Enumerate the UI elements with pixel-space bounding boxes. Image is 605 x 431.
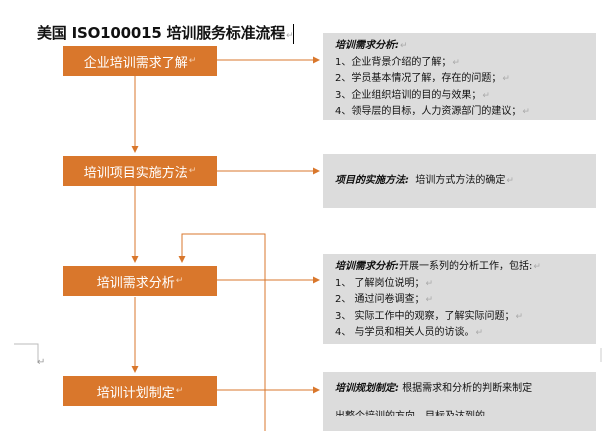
panel-plan-formulation: 培训规划制定: 根据需求和分析的判断来制定 出整个培训的方向，目标及达到的	[323, 372, 596, 431]
step-needs-analysis: 培训需求分析↵	[63, 266, 217, 296]
list-item: 3、企业组织培训的目的与效果；↵	[335, 89, 490, 101]
panel-needs-analysis: 培训需求分析:开展一系列的分析工作，包括:↵ 1、 了解岗位说明；↵ 2、 通过…	[323, 254, 596, 344]
list-item: 2、 通过问卷调查；↵	[335, 294, 434, 305]
panel-heading: 项目的实施方法: 培训方式方法的确定↵	[335, 175, 514, 186]
feedback-loop-line	[178, 233, 266, 431]
margin-corner-mark	[14, 343, 39, 363]
list-item: 3、 实际工作中的观察，了解实际问题；↵	[335, 310, 524, 322]
panel-heading: 培训需求分析:↵	[335, 40, 408, 51]
list-item: 4、 与学员和相关人员的访谈。↵	[335, 327, 484, 338]
list-item: 2、学员基本情况了解，存在的问题；↵	[335, 73, 510, 84]
panel-needs-understanding: 培训需求分析:↵ 1、企业背景介绍的了解；↵ 2、学员基本情况了解，存在的问题；…	[323, 33, 596, 120]
list-item: 1、企业背景介绍的了解；↵	[335, 56, 460, 68]
text-cursor	[293, 24, 294, 44]
panel-continuation-text: 出整个培训的方向，目标及达到的	[335, 409, 586, 416]
list-item: 1、 了解岗位说明；↵	[335, 277, 434, 289]
step-implementation-method: 培训项目实施方法↵	[63, 156, 217, 186]
document-title: 美国 ISO100015 培训服务标准流程↵	[37, 24, 294, 42]
step-enterprise-needs: 企业培训需求了解↵	[63, 46, 217, 76]
paragraph-mark: ↵	[286, 31, 294, 41]
step-plan-formulation: 培训计划制定↵	[63, 376, 217, 406]
list-item: 4、领导层的目标，人力资源部门的建议；↵	[335, 106, 530, 117]
panel-heading: 培训需求分析:开展一系列的分析工作，包括:↵	[335, 261, 541, 272]
panel-implementation-method: 项目的实施方法: 培训方式方法的确定↵	[323, 154, 596, 208]
paragraph-mark: ↵	[37, 357, 46, 368]
panel-heading: 培训规划制定: 根据需求和分析的判断来制定	[335, 383, 533, 394]
